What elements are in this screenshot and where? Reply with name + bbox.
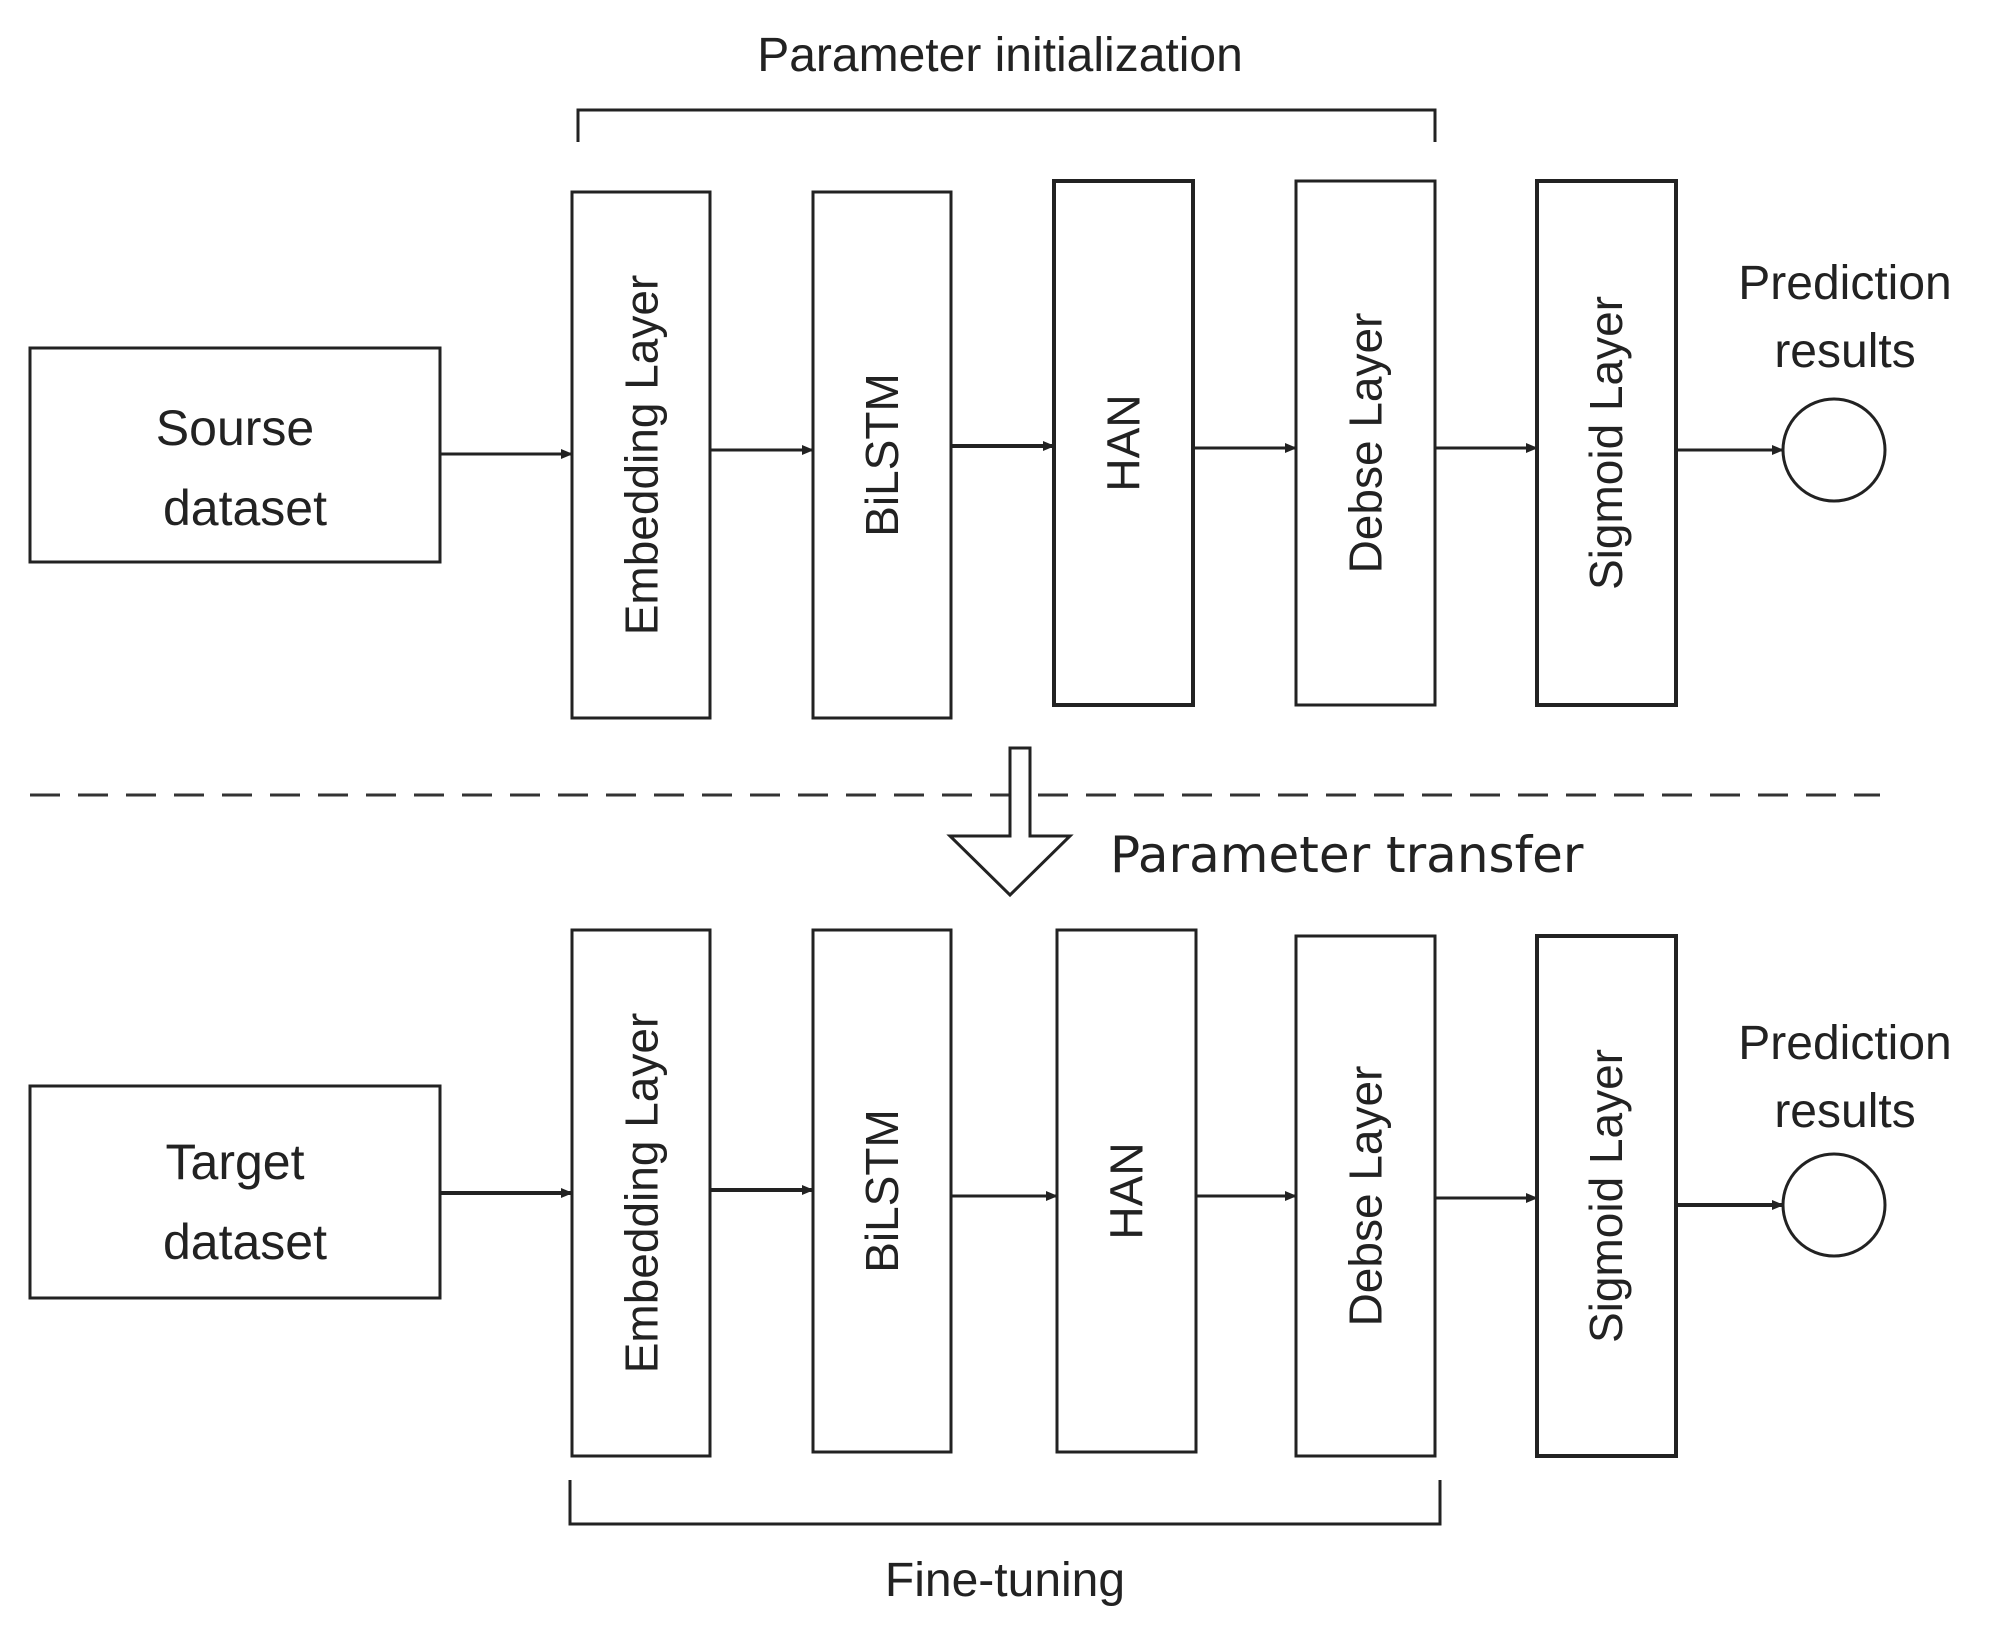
target-prediction-results-node xyxy=(1781,1152,1887,1258)
fine-tuning-label: Fine-tuning xyxy=(884,1554,1126,1607)
source-dataset-box xyxy=(28,346,442,564)
source-prediction-results-label: Prediction results xyxy=(1700,250,1990,386)
fine-tuning-bracket xyxy=(568,1480,1442,1526)
source-prediction-results-line-1: Prediction xyxy=(1738,257,1952,310)
target-prediction-results-line-1: Prediction xyxy=(1738,1017,1952,1070)
source-sigmoid-layer-text: Sigmoid Layer xyxy=(1580,295,1633,591)
source-dataset-label-line-2: dataset xyxy=(162,480,327,536)
target-embedding-layer-label: Embedding Layer xyxy=(572,930,710,1456)
source-han-box xyxy=(1052,179,1195,707)
source-embedding-layer-box xyxy=(570,190,712,720)
source-dense-layer-text: Debse Layer xyxy=(1339,312,1392,574)
target-dense-layer-text: Debse Layer xyxy=(1339,1065,1392,1327)
source-bilstm-text: BiLSTM xyxy=(856,373,908,537)
target-han-box xyxy=(1055,928,1198,1454)
target-bilstm-text: BiLSTM xyxy=(856,1109,908,1273)
target-sigmoid-layer-box xyxy=(1535,934,1678,1458)
parameter-initialization-label: Parameter initialization xyxy=(757,29,1243,82)
target-sigmoid-layer-text: Sigmoid Layer xyxy=(1580,1048,1633,1344)
source-embedding-layer-text: Embedding Layer xyxy=(615,274,668,636)
parameter-transfer-arrow xyxy=(946,746,1074,898)
target-bilstm-label: BiLSTM xyxy=(813,930,951,1452)
target-han-label: HAN xyxy=(1057,930,1196,1452)
target-prediction-results-label: Prediction results xyxy=(1700,1010,1990,1146)
source-dense-layer-box xyxy=(1294,179,1437,707)
parameter-initialization-bracket xyxy=(576,108,1437,142)
source-bilstm-box xyxy=(811,190,953,720)
source-prediction-results-line-2: results xyxy=(1774,325,1916,378)
parameter-transfer-label: Parameter transfer xyxy=(1110,826,1584,884)
source-dense-layer-label: Debse Layer xyxy=(1296,181,1435,705)
source-han-text: HAN xyxy=(1097,394,1150,492)
target-dataset-label: Target dataset xyxy=(30,1122,440,1282)
target-dataset-label-line-2: dataset xyxy=(162,1214,327,1270)
source-dataset-label: Sourse dataset xyxy=(30,388,440,548)
target-dense-layer-label: Debse Layer xyxy=(1296,936,1435,1456)
source-han-label: HAN xyxy=(1054,181,1193,705)
source-dataset-label-line-1: Sourse xyxy=(155,400,315,456)
target-embedding-layer-box xyxy=(570,928,712,1458)
source-bilstm-label: BiLSTM xyxy=(813,192,951,718)
target-dense-layer-box xyxy=(1294,934,1437,1458)
target-prediction-results-line-2: results xyxy=(1774,1085,1916,1138)
target-dataset-label-line-1: Target xyxy=(165,1134,305,1190)
source-prediction-results-node xyxy=(1781,397,1887,503)
target-sigmoid-layer-label: Sigmoid Layer xyxy=(1537,936,1676,1456)
target-han-text: HAN xyxy=(1100,1142,1153,1240)
source-sigmoid-layer-label: Sigmoid Layer xyxy=(1537,181,1676,705)
source-embedding-layer-label: Embedding Layer xyxy=(572,192,710,718)
target-embedding-layer-text: Embedding Layer xyxy=(615,1012,668,1374)
